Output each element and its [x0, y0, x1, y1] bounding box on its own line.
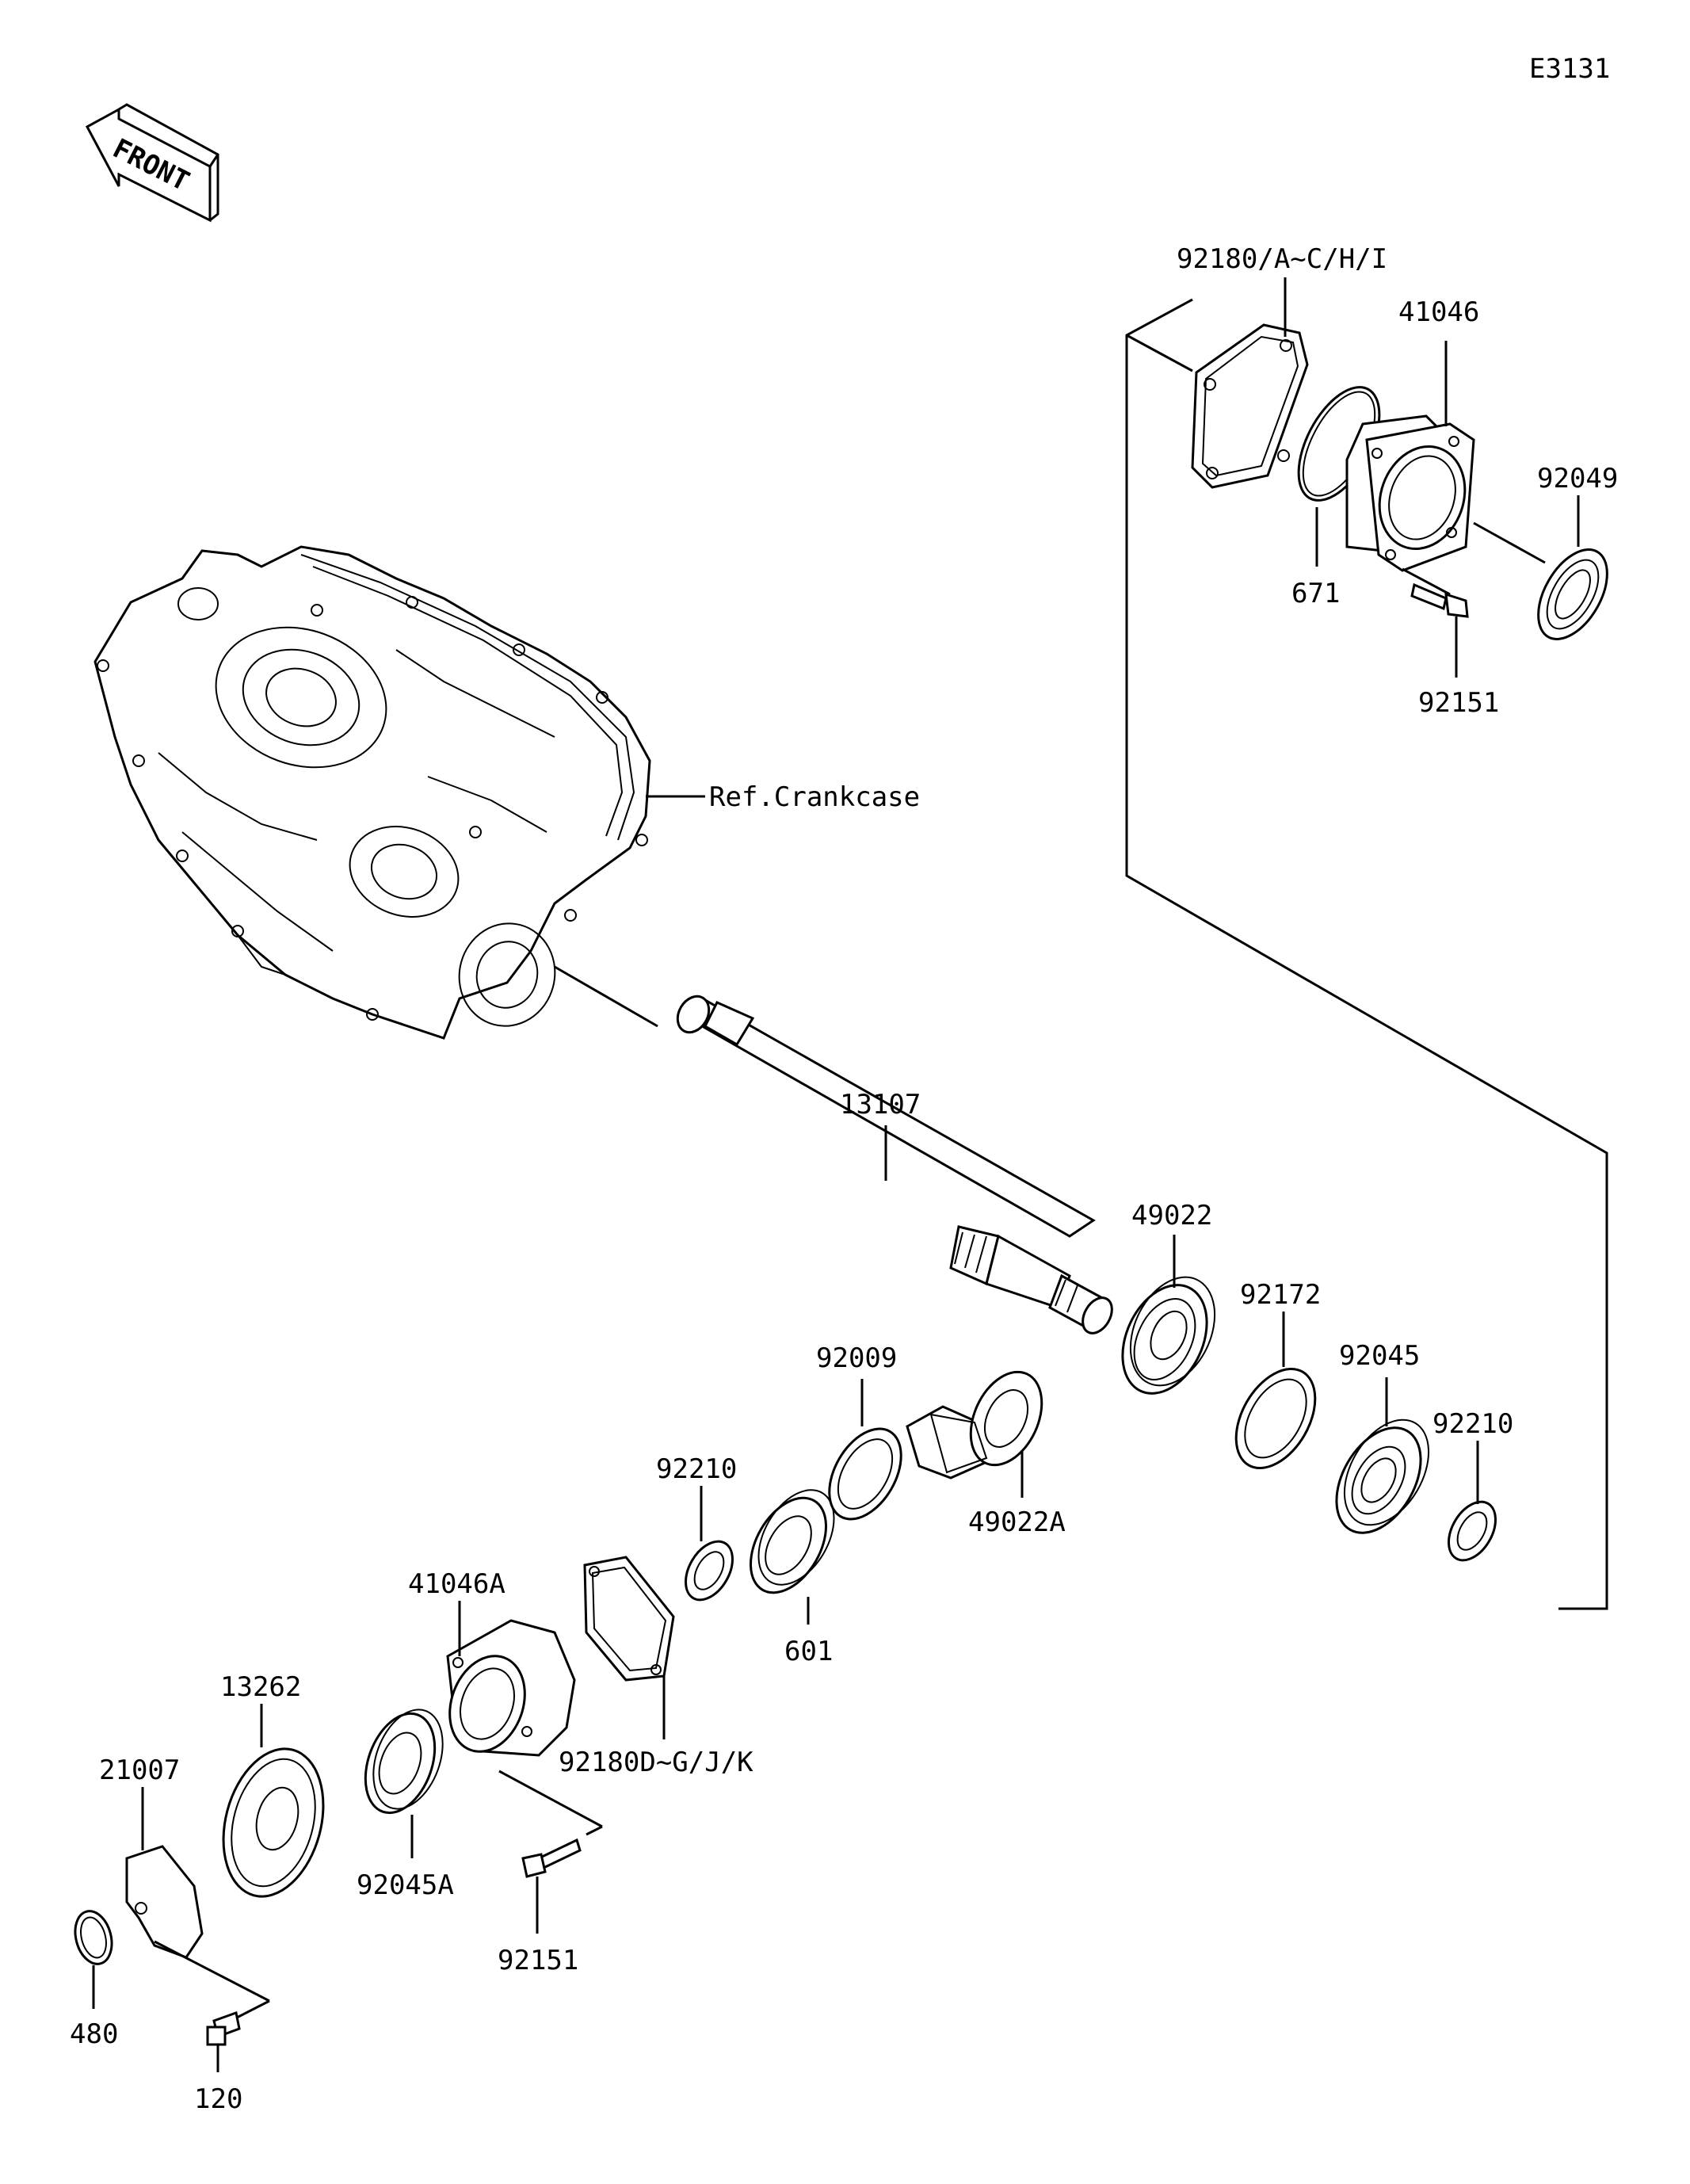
label-120: 120	[194, 2083, 242, 2115]
collar-92210-left	[685, 1540, 734, 1602]
label-41046a: 41046A	[408, 1568, 505, 1600]
bolt-92151-top	[1410, 582, 1469, 618]
label-13107: 13107	[840, 1089, 921, 1121]
label-49022: 49022	[1131, 1200, 1212, 1231]
label-92009: 92009	[816, 1342, 897, 1374]
label-601: 601	[784, 1636, 833, 1667]
gasket-top	[1191, 323, 1309, 489]
oil-seal-92049	[1537, 548, 1608, 640]
screw-120	[206, 2011, 241, 2046]
label-92210-left: 92210	[656, 1453, 737, 1485]
circlip-480	[74, 1910, 113, 1965]
gear-13262	[222, 1747, 325, 1898]
label-480: 480	[70, 2018, 118, 2050]
label-92045: 92045	[1339, 1340, 1420, 1372]
housing-41046	[1345, 414, 1475, 572]
crankcase	[93, 545, 651, 1040]
bearing-601	[750, 1489, 835, 1594]
label-49022a: 49022A	[968, 1506, 1066, 1538]
bearing-92045	[1335, 1418, 1430, 1534]
diagram-code: E3131	[1529, 53, 1610, 85]
ring-92172	[1234, 1367, 1317, 1470]
collar-92210-right	[1448, 1500, 1497, 1562]
gear-49022	[1121, 1276, 1216, 1395]
cover-assembly-box	[1125, 298, 1608, 1610]
label-41046: 41046	[1398, 296, 1479, 328]
label-92180-ac: 92180/A~C/H/I	[1177, 243, 1387, 275]
shaft-13107	[676, 995, 1113, 1334]
label-92210-right: 92210	[1432, 1408, 1513, 1440]
ring-92009	[828, 1427, 902, 1521]
front-arrow-icon: FRONT	[85, 103, 219, 223]
housing-41046a	[446, 1619, 576, 1757]
label-92172: 92172	[1240, 1279, 1321, 1311]
label-21007: 21007	[99, 1754, 180, 1786]
label-92180-dg: 92180D~G/J/K	[559, 1747, 753, 1778]
label-92151-bottom: 92151	[498, 1945, 578, 1976]
pinion-49022a	[906, 1370, 1043, 1480]
gasket-lower	[583, 1556, 675, 1682]
bearing-92045a	[364, 1709, 444, 1815]
crankcase-ref: Ref.Crankcase	[709, 781, 920, 813]
plate-21007	[125, 1845, 204, 1959]
label-92151-top: 92151	[1418, 687, 1499, 719]
label-671: 671	[1291, 578, 1340, 609]
bolt-92151-bottom	[521, 1838, 582, 1878]
label-92049: 92049	[1537, 463, 1618, 494]
label-13262: 13262	[220, 1671, 301, 1703]
label-92045a: 92045A	[357, 1869, 454, 1901]
